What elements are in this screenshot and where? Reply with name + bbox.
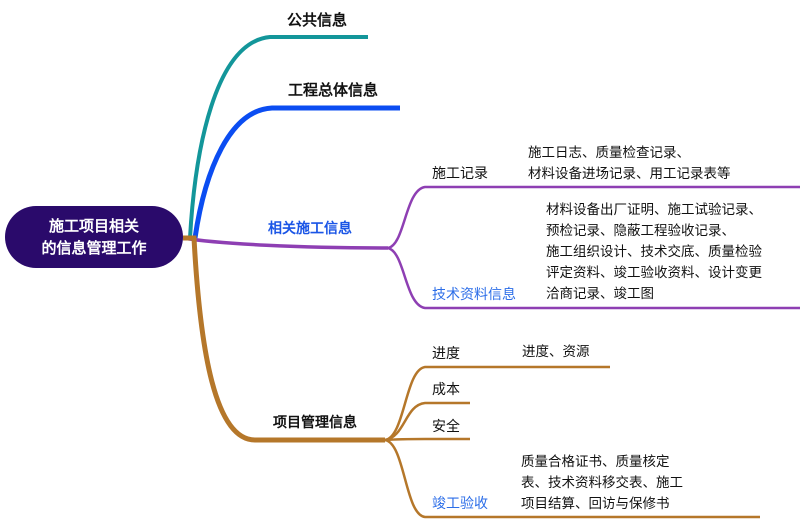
link-tech-docs [387,246,800,310]
node-construction-info[interactable]: 相关施工信息 [268,221,352,237]
node-construction-record[interactable]: 施工记录 [432,166,488,182]
link-schedule [384,365,610,442]
detail-line: 洽商记录、竣工图 [546,286,654,302]
detail-line: 材料设备出厂证明、施工试验记录、 [546,202,762,218]
tech-docs-detail: 材料设备出厂证明、施工试验记录、 预检记录、隐蔽工程验收记录、 施工组织设计、技… [546,200,762,305]
detail-line: 预检记录、隐蔽工程验收记录、 [546,223,735,239]
construction-record-detail: 施工日志、质量检查记录、 材料设备进场记录、用工记录表等 [528,143,731,185]
detail-line: 质量合格证书、质量核定 [521,454,670,470]
node-completion-acceptance[interactable]: 竣工验收 [432,496,488,512]
link-construction-record [387,185,800,250]
node-schedule[interactable]: 进度 [432,346,460,362]
node-public-info[interactable]: 公共信息 [287,11,348,29]
link-cost [384,401,470,442]
detail-line: 材料设备进场记录、用工记录表等 [528,166,731,182]
link-construction [182,236,389,250]
node-overall-info[interactable]: 工程总体信息 [288,81,379,99]
link-safety [384,437,470,442]
node-tech-docs[interactable]: 技术资料信息 [432,287,516,303]
detail-line: 评定资料、竣工验收资料、设计变更 [546,265,762,281]
schedule-detail: 进度、资源 [522,342,590,363]
root-line-2: 的信息管理工作 [41,239,147,257]
link-overall [192,105,400,239]
root-line-1: 施工项目相关 [48,217,139,235]
detail-line: 进度、资源 [522,344,590,360]
link-acceptance [384,438,760,519]
detail-line: 项目结算、回访与保修书 [521,496,670,512]
node-management-info[interactable]: 项目管理信息 [273,415,357,431]
link-public [188,35,368,239]
detail-line: 表、技术资料移交表、施工 [521,475,683,491]
node-safety[interactable]: 安全 [432,419,460,435]
detail-line: 施工组织设计、技术交底、质量检验 [546,244,762,260]
completion-acceptance-detail: 质量合格证书、质量核定 表、技术资料移交表、施工 项目结算、回访与保修书 [521,452,683,515]
link-management [183,235,385,443]
root-node[interactable]: 施工项目相关 的信息管理工作 [5,206,183,268]
node-cost[interactable]: 成本 [432,382,460,398]
detail-line: 施工日志、质量检查记录、 [528,145,690,161]
